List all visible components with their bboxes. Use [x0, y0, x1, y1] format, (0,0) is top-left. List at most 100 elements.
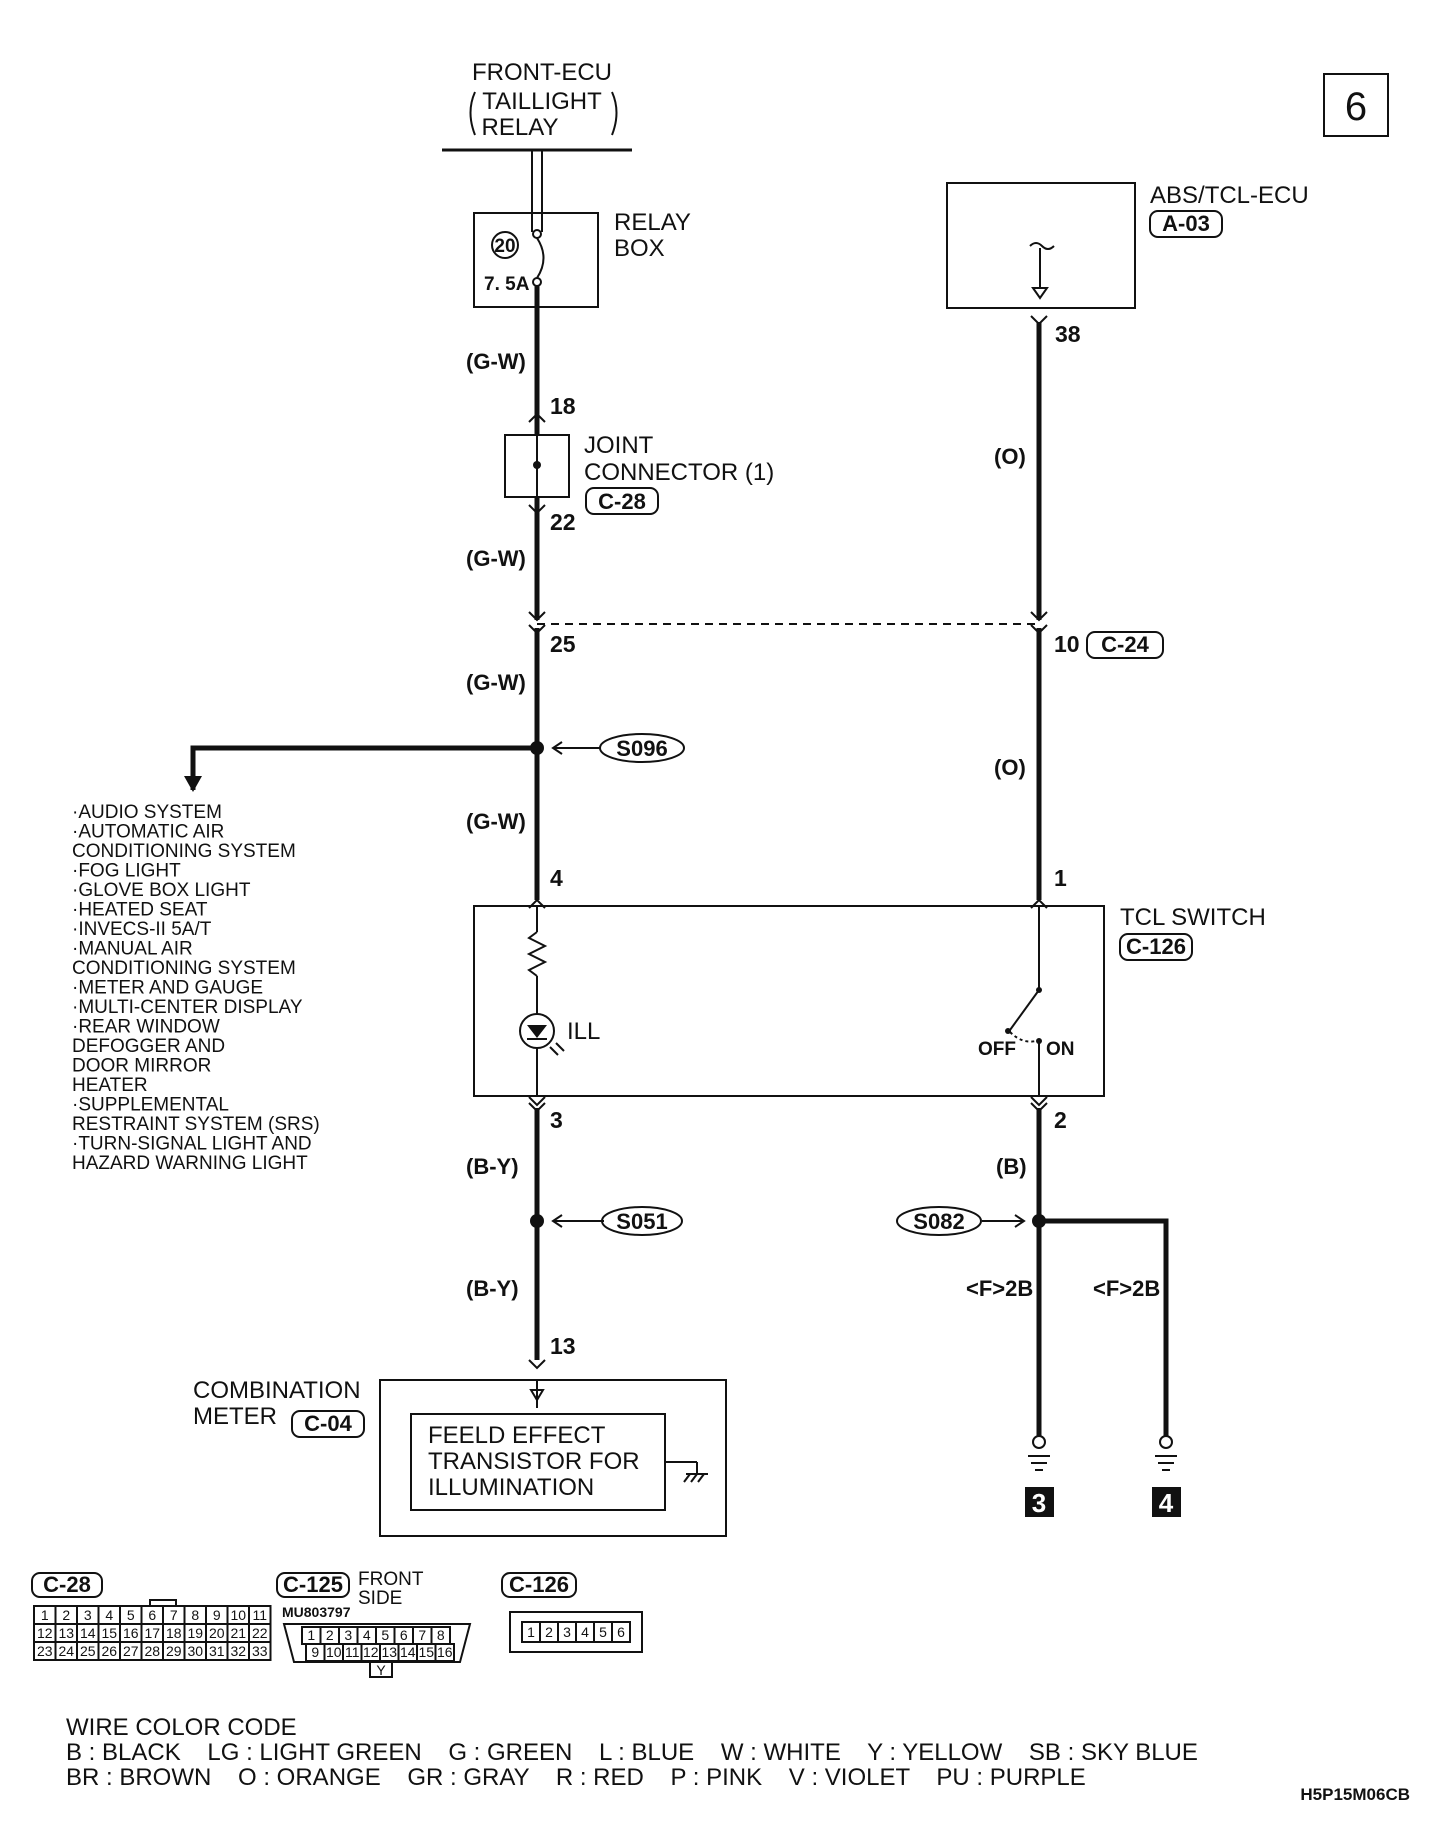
- joint-pin-in: 18: [550, 393, 576, 419]
- wire-color-by-1: (B-Y): [466, 1154, 519, 1179]
- diagram-code: H5P15M06CB: [1300, 1785, 1410, 1804]
- joint-connector-label2: CONNECTOR (1): [584, 459, 774, 486]
- sheet-number: 6: [1345, 85, 1367, 129]
- c28-pin-number: 31: [209, 1643, 225, 1659]
- c126-connector-shell: [509, 1611, 643, 1653]
- c126-pin-number: 5: [599, 1624, 607, 1640]
- c125-connector-shell: [282, 1623, 472, 1663]
- c125-part-number: MU803797: [282, 1604, 351, 1620]
- joint-connector-id: C-28: [598, 489, 646, 514]
- c28-pin-number: 32: [230, 1643, 246, 1659]
- wire-color-fb-1: <F>2B: [966, 1276, 1033, 1301]
- ill-label: ILL: [567, 1018, 600, 1045]
- fuse-terminal-top: [532, 229, 542, 239]
- branch-list-item: ·HEATED SEAT: [72, 900, 208, 921]
- c125-pin-number: 11: [345, 1644, 360, 1660]
- legend-row-2: BR : BROWN O : ORANGE GR : GRAY R : RED …: [66, 1764, 1086, 1791]
- ecu-output-arrow-icon: [1031, 287, 1049, 300]
- ground-terminal-4: [1159, 1435, 1173, 1449]
- c28-pin-number: 7: [170, 1607, 178, 1623]
- c28-pin-number: 11: [252, 1607, 267, 1623]
- tcl-pin-3: 3: [550, 1107, 563, 1133]
- branch-list-item: ·MULTI-CENTER DISPLAY: [72, 997, 303, 1018]
- c125-pin-number: 3: [344, 1627, 352, 1643]
- branch-list-item: ·INVECS-II 5A/T: [72, 919, 212, 940]
- tcl-pin-1: 1: [1054, 865, 1067, 891]
- ground-4-number: 4: [1159, 1488, 1174, 1518]
- c28-pin-number: 13: [58, 1625, 74, 1641]
- wire-color-by-2: (B-Y): [466, 1276, 519, 1301]
- c28-pin-number: 14: [80, 1625, 96, 1641]
- joint-pin-out: 22: [550, 509, 576, 535]
- c28-pin-number: 18: [166, 1625, 182, 1641]
- branch-list-item: HAZARD WARNING LIGHT: [72, 1153, 308, 1174]
- front-ecu-relay: RELAY: [482, 114, 559, 141]
- c125-side: SIDE: [358, 1588, 402, 1609]
- meter-pin: 13: [550, 1333, 576, 1359]
- meter-label1: COMBINATION: [193, 1377, 361, 1404]
- branch-list-item: ·AUTOMATIC AIR: [72, 822, 224, 843]
- tcl-switch-label: TCL SWITCH: [1120, 904, 1266, 931]
- relay-box-label2: BOX: [614, 235, 665, 262]
- c28-pin-number: 3: [84, 1607, 92, 1623]
- c28-pin-number: 1: [41, 1607, 49, 1623]
- c125-pin-number: 15: [418, 1644, 434, 1660]
- wire-color-gw-2: (G-W): [466, 546, 526, 571]
- c28-pin-number: 21: [230, 1625, 246, 1641]
- c125-pin-number: 13: [381, 1644, 397, 1660]
- abs-tcl-ecu-label: ABS/TCL-ECU: [1150, 182, 1309, 209]
- branch-list-item: ·MANUAL AIR: [72, 939, 193, 960]
- bracket-left: [469, 91, 476, 136]
- c126-pin-number: 6: [617, 1624, 625, 1640]
- meter-input-arrow-icon: [529, 1389, 545, 1402]
- tcl-switch-box: [473, 905, 1105, 1097]
- splice-s082: S082: [913, 1209, 964, 1234]
- wire-color-o-2: (O): [994, 755, 1026, 780]
- bracket-right: [611, 91, 618, 136]
- wire-color-b: (B): [996, 1154, 1027, 1179]
- branch-wire: [190, 745, 537, 790]
- c28-pin-number: 10: [230, 1607, 246, 1623]
- diode-icon: [527, 1025, 547, 1038]
- relay-box-label1: RELAY: [614, 209, 691, 236]
- splice-s051-dot: [530, 1214, 544, 1228]
- branch-list-item: DEFOGGER AND: [72, 1036, 225, 1057]
- tcl-switch-connector: C-126: [1126, 934, 1186, 959]
- intermediate-connector-id: C-24: [1101, 632, 1149, 657]
- ground-4-badge: [1152, 1487, 1181, 1517]
- c28-pin-cell: [248, 1641, 272, 1661]
- intermediate-connector-tag: [1086, 631, 1164, 659]
- fuse-icon: [536, 237, 545, 279]
- c28-pin-number: 4: [105, 1607, 113, 1623]
- c126-view-label: C-126: [509, 1572, 569, 1597]
- splice-s096-tag: [599, 733, 685, 763]
- branch-system-list: ·AUDIO SYSTEM·AUTOMATIC AIR CONDITIONING…: [72, 802, 320, 1174]
- combination-meter-box: [379, 1379, 727, 1537]
- c125-pin-number: 6: [400, 1627, 408, 1643]
- c28-pin-number: 22: [252, 1625, 268, 1641]
- c125-pin-number: 14: [400, 1644, 416, 1660]
- c28-pin-number: 15: [101, 1625, 117, 1641]
- sheet-number-box: [1323, 73, 1389, 137]
- c126-pin-number: 3: [563, 1624, 571, 1640]
- splice-s096: S096: [616, 736, 667, 761]
- c28-pin-number: 20: [209, 1625, 225, 1641]
- splice-s051-tag: [601, 1206, 683, 1236]
- meter-connector: C-04: [304, 1411, 352, 1436]
- branch-list-item: DOOR MIRROR: [72, 1056, 211, 1077]
- c125-pin-number: 5: [381, 1627, 389, 1643]
- c28-pin-number: 5: [127, 1607, 135, 1623]
- switch-on-label: ON: [1046, 1039, 1075, 1060]
- pin-arrow: [528, 412, 546, 423]
- ground-terminal-3: [1032, 1435, 1046, 1449]
- meter-label2: METER: [193, 1403, 277, 1430]
- c125-pin-number: 12: [363, 1644, 379, 1660]
- legend-row-1: B : BLACK LG : LIGHT GREEN G : GREEN L :…: [66, 1739, 1198, 1766]
- ground-3-badge: [1025, 1487, 1054, 1517]
- c126-pin-number: 4: [581, 1624, 589, 1640]
- c28-pin-number: 29: [166, 1643, 182, 1659]
- c125-pin-number: 16: [437, 1644, 453, 1660]
- wire-color-gw-4: (G-W): [466, 809, 526, 834]
